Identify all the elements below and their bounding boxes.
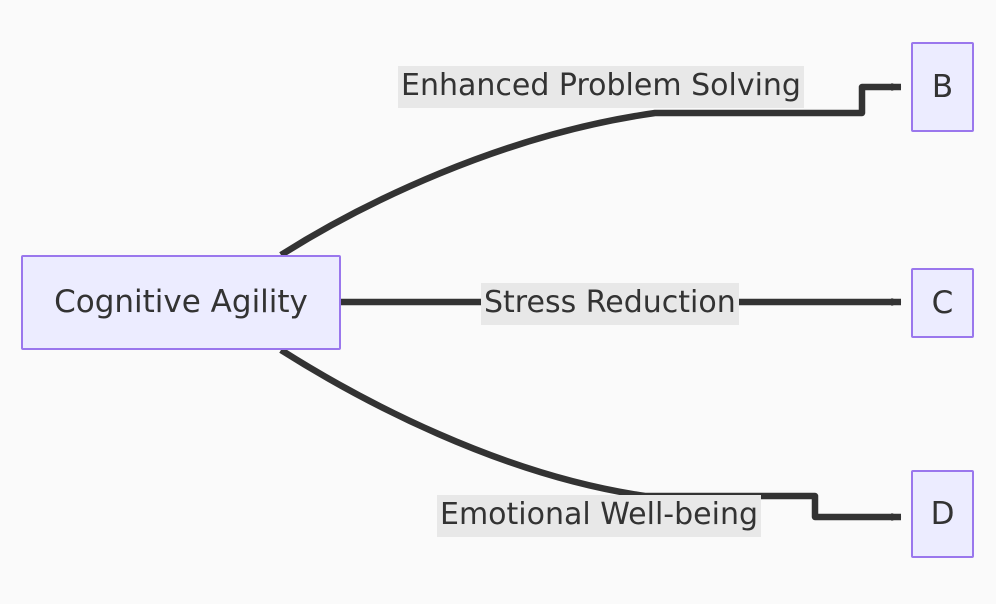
edge-label-stress-reduction: Stress Reduction xyxy=(481,283,739,325)
node-label: D xyxy=(930,495,955,532)
edge-label-enhanced-problem-solving: Enhanced Problem Solving xyxy=(398,66,804,108)
node-label: Cognitive Agility xyxy=(54,284,308,320)
edge-a-to-d xyxy=(279,347,902,521)
edge-label-emotional-well-being: Emotional Well-being xyxy=(437,495,762,537)
node-c[interactable]: C xyxy=(911,268,974,338)
node-cognitive-agility[interactable]: Cognitive Agility xyxy=(21,255,341,350)
edge-a-to-b xyxy=(279,83,902,258)
node-label: B xyxy=(931,68,954,105)
node-label: C xyxy=(931,284,954,321)
node-b[interactable]: B xyxy=(911,42,974,132)
node-d[interactable]: D xyxy=(911,470,974,558)
